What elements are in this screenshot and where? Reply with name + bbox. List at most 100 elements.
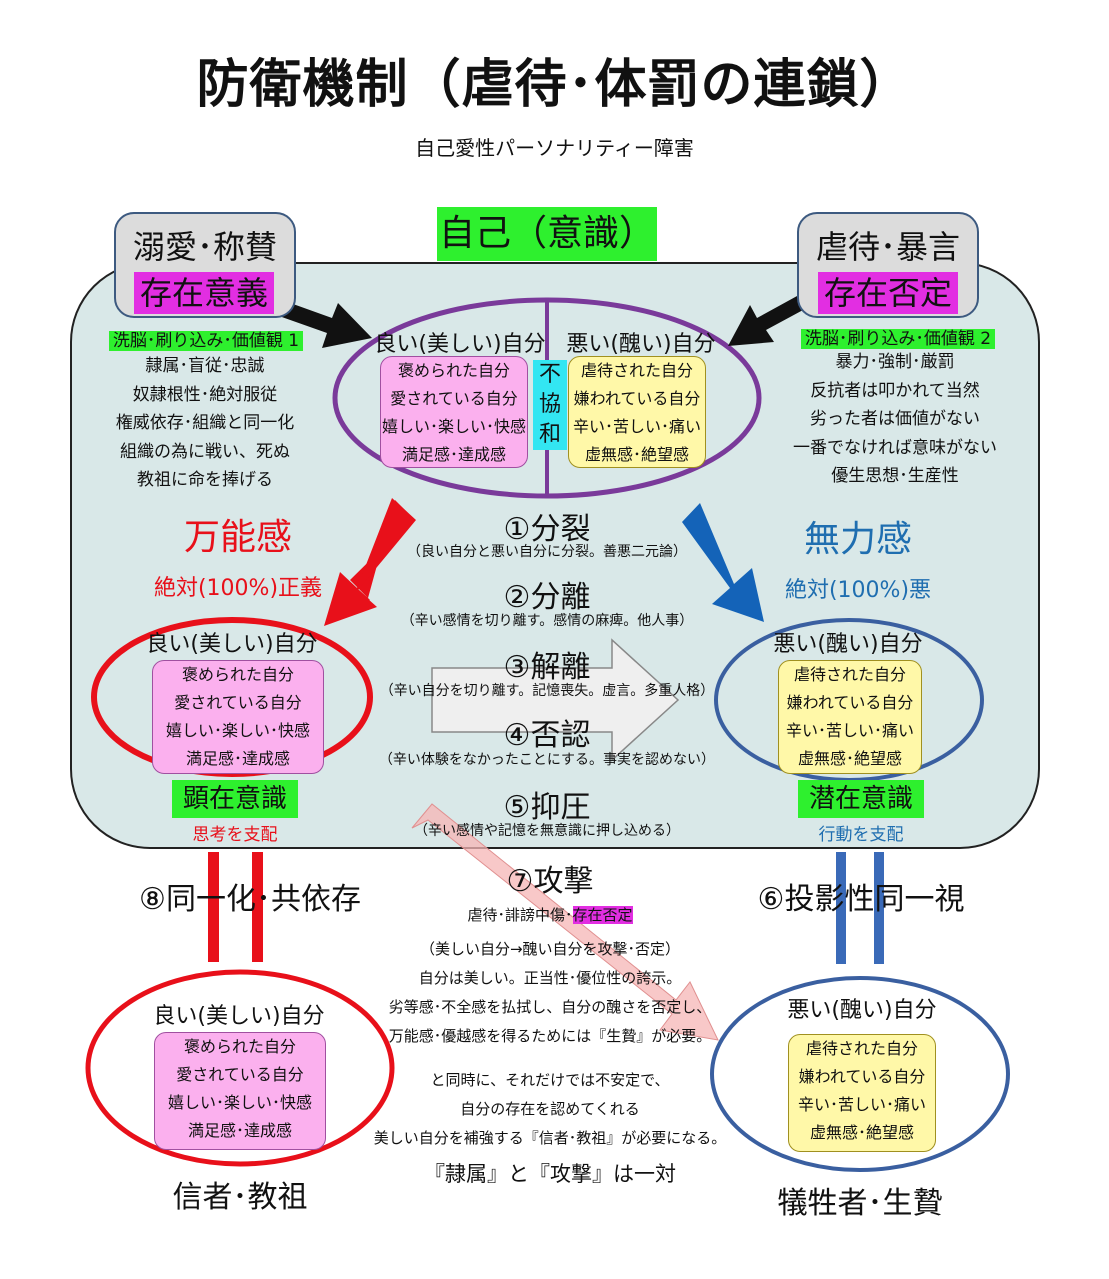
attack-lines2: と同時に、それだけでは不安定で、 自分の存在を認めてくれる 美しい自分を補強する… [350,1066,750,1153]
list-item: 隷属･盲従･忠誠 [145,356,265,376]
attack-line1-prefix: 虐待･誹謗中傷･ [467,906,573,924]
mechanism-note: （辛い体験をなかったことにする。事実を認めない） [378,752,716,768]
attack-line1-highlight: 存在否定 [572,906,633,924]
attack-lines: （美しい自分→醜い自分を攻撃･否定） 自分は美しい。正当性･優位性の誇示。 劣等… [350,935,750,1051]
list-item: 暴力･強制･厳罰 [835,352,955,372]
omnipotence-sub: 絶対(100%)正義 [153,576,323,601]
projective-label: ⑥投影性同一視 [757,882,965,917]
page-title: 防衛機制（虐待･体罰の連鎖） [196,55,913,115]
conscious-label: 顕在意識 [172,780,298,818]
conscious-good-box: 褒められた自分 愛されている自分 嬉しい･楽しい･快感 満足感･達成感 [152,660,324,774]
identity-bar-right [252,852,263,962]
list-item: 辛い･苦しい･痛い [797,1095,926,1114]
attack-text: （美しい自分→醜い自分を攻撃･否定） [419,940,681,958]
left-list-head-wrap: 洗脳･刷り込み･価値観 1 [92,326,320,351]
list-item: 褒められた自分 [183,1037,296,1056]
attack-text: 劣等感･不全感を払拭し、自分の醜さを否定し、 [388,998,712,1016]
self-ellipse [332,297,762,499]
list-item: 優生思想･生産性 [831,466,959,486]
list-item: 嬉しい･楽しい･快感 [167,1093,312,1112]
mechanism-note: （辛い感情を切り離す。感情の麻痺。他人事） [400,613,694,629]
subconscious-bad-box: 虐待された自分 嫌われている自分 辛い･苦しい･痛い 虚無感･絶望感 [778,660,922,774]
list-item: 虚無感･絶望感 [584,445,689,464]
identification-label: ⑧同一化･共依存 [139,882,361,917]
left-existence-label: 存在意義 [133,272,274,314]
attack-arrow [411,803,719,1041]
center-good-heading: 良い(美しい)自分 [374,332,546,357]
list-item: 満足感･達成感 [185,749,290,768]
helplessness-label: 無力感 [803,519,912,560]
left-source-label: 溺愛･称賛 [132,228,277,266]
mechanism-title: ①分裂 [503,512,591,547]
mechanism-title: ②分離 [503,580,591,615]
believer-label: 信者･教祖 [172,1180,308,1215]
list-item: 劣った者は価値がない [810,409,980,429]
attack-text: と同時に、それだけでは不安定で、 [430,1071,670,1089]
subconscious-heading: 悪い(醜い)自分 [773,632,923,657]
right-source-list: 暴力･強制･厳罰 反抗者は叩かれて当然 劣った者は価値がない 一番でなければ意味… [765,348,1025,491]
list-item: 虐待された自分 [580,361,693,380]
attack-text: 美しい自分を補強する『信者･教祖』が必要になる。 [373,1129,727,1147]
list-item: 嬉しい･楽しい･快感 [165,721,310,740]
list-item: 虐待された自分 [793,665,906,684]
left-source-list: 隷属･盲従･忠誠 奴隷根性･絶対服従 権威依存･組織と同一化 組織の為に戦い、死… [80,352,330,495]
list-item: 満足感･達成感 [401,445,506,464]
list-item: 愛されている自分 [176,1065,304,1084]
discord-char: 協 [538,392,561,417]
list-item: 組織の為に戦い、死ぬ [120,441,290,462]
mechanism-note: （良い自分と悪い自分に分裂。善悪二元論） [407,544,687,560]
self-label: 自己（意識） [437,207,657,261]
red-arrow-body [324,498,416,626]
attack-text: 自分は美しい。正当性･優位性の誇示。 [418,969,682,987]
list-item: 奴隷根性･絶対服従 [132,384,278,405]
list-item: 嫌われている自分 [573,389,701,408]
helplessness-sub: 絶対(100%)悪 [784,578,932,603]
list-item: 愛されている自分 [390,389,518,408]
discord-char: 和 [538,422,561,447]
center-bad-heading: 悪い(醜い)自分 [566,332,716,357]
list-item: 教祖に命を捧げる [137,470,273,490]
conscious-sub: 思考を支配 [192,825,278,845]
attack-title: ⑦攻撃 [506,864,594,899]
discord-label: 不 協 和 [533,360,567,450]
attack-text: 自分の存在を認めてくれる [460,1100,640,1118]
mechanism-title: ⑤抑圧 [503,790,591,825]
list-item: 虚無感･絶望感 [809,1123,914,1142]
right-list-head: 洗脳･刷り込み･価値観 2 [800,329,996,349]
attack-line1: 虐待･誹謗中傷･存在否定 [380,904,720,925]
list-item: 反抗者は叩かれて当然 [810,380,980,401]
center-bad-box: 虐待された自分 嫌われている自分 辛い･苦しい･痛い 虚無感･絶望感 [568,356,706,468]
omnipotence-label: 万能感 [183,517,292,558]
right-existence-label: 存在否定 [817,272,958,314]
list-item: 満足感･達成感 [187,1121,292,1140]
list-item: 褒められた自分 [397,361,510,380]
list-item: 虚無感･絶望感 [797,749,902,768]
center-good-box: 褒められた自分 愛されている自分 嬉しい･楽しい･快感 満足感･達成感 [380,356,528,468]
discord-char: 不 [538,362,561,387]
list-item: 辛い･苦しい･痛い [572,417,701,436]
conscious-heading: 良い(美しい)自分 [146,632,318,657]
mechanism-note: （辛い感情や記憶を無意識に押し込める） [414,823,680,839]
projective-bar-right [874,852,884,964]
left-list-head: 洗脳･刷り込み･価値観 1 [108,331,304,351]
right-list-head-wrap: 洗脳･刷り込み･価値観 2 [778,324,1018,349]
right-existence-wrap: 存在否定 [784,268,992,314]
believer-heading: 良い(美しい)自分 [153,1004,325,1029]
mechanism-title: ④否認 [503,718,591,753]
list-item: 褒められた自分 [181,665,294,684]
believer-good-box: 褒められた自分 愛されている自分 嬉しい･楽しい･快感 満足感･達成感 [154,1032,326,1150]
gray-arrow [431,638,680,762]
list-item: 権威依存･組織と同一化 [115,413,295,433]
attack-pair: 『隷属』と『攻撃』は一対 [424,1162,676,1186]
list-item: 嫌われている自分 [798,1067,926,1086]
projective-bar-left [836,852,846,964]
right-source-label: 虐待･暴言 [815,228,960,266]
believer-ellipse [85,969,395,1167]
victim-ellipse [710,976,1010,1172]
attack-text: 万能感･優越感を得るためには『生贄』が必要。 [388,1027,712,1045]
page-subtitle: 自己愛性パーソナリティー障害 [415,136,694,160]
list-item: 嫌われている自分 [786,693,914,712]
subconscious-label: 潜在意識 [798,780,924,818]
list-item: 嬉しい･楽しい･快感 [381,417,526,436]
